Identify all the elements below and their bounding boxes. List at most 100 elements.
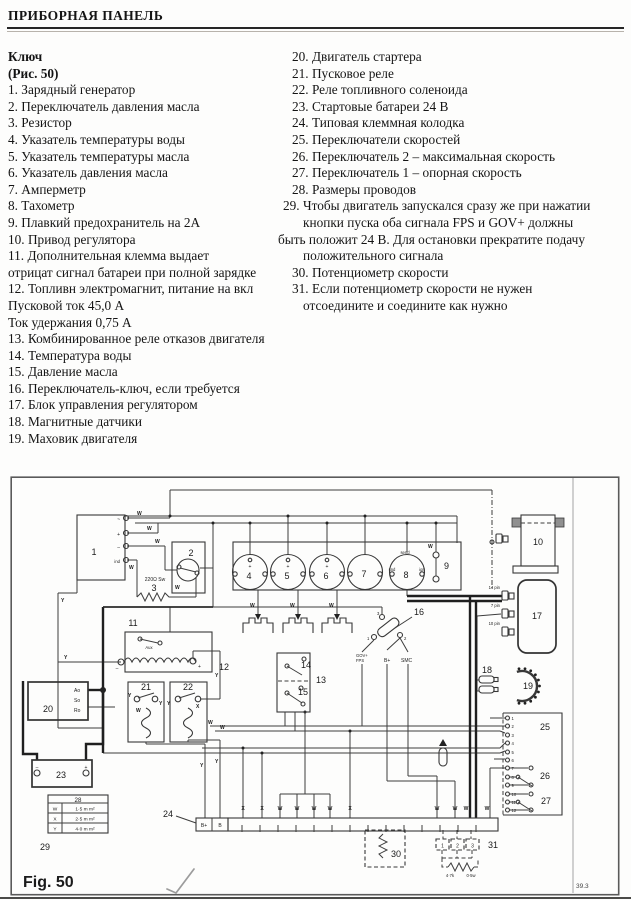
key-item-29-cont-3: положительного сигнала [303,248,444,264]
bus-label: W [278,806,283,812]
sq-1: 1 [441,844,444,850]
block-bplus: B+ [201,823,207,829]
label-31: 31 [488,840,498,850]
bus-label: W [485,806,490,812]
gauge-8-tachometer: send snd ign 8 [389,550,425,591]
key-item-21: 21. Пусковое реле [292,65,394,81]
sender-capsule [438,739,448,767]
bus-label: W [464,806,469,812]
key-item-24: 24. Типовая клеммная колодка [292,115,465,131]
label-9: 9 [444,561,449,571]
battery-plus: + [85,765,88,771]
solenoid-minus: – [116,666,119,672]
component-18-magnetic-sensors: 18 [478,665,499,694]
pin14-label: 14 pin [489,585,501,590]
key-item-26: 26. Переключатель 2 – максимальная скоро… [292,148,556,164]
figure-page-number: 39.3 [576,883,589,890]
terminal-ro: Ro [74,708,81,714]
key-item-8: 8. Тахометр [8,198,75,214]
label-15: 15 [298,687,308,697]
wire-label: W [175,585,180,591]
label-19: 19 [523,681,533,691]
gauge-cluster: + 4 + 5 + 6 7 se [231,541,462,591]
component-23-battery: – + 23 [31,759,93,788]
key-item-16: 16. Переключатель-ключ, если требуется [8,380,240,396]
wire-label: W [329,603,334,609]
terminal-minus: – [117,545,120,551]
wire-label: W [220,725,225,731]
bus-label: X [241,806,245,812]
checkmark [166,868,195,895]
label-7: 7 [361,569,366,579]
pin-label: 1 [512,716,515,721]
bus-label: W [312,806,317,812]
key-heading: Ключ [8,49,43,64]
tach-ign: ign [419,567,425,572]
component-31-alternate-wiring: 1 2 3 4·7k 0·5w 31 [435,838,498,878]
wire-label: W [137,511,142,517]
tach-send: send [400,550,410,555]
wire-label: Y [159,701,163,707]
key-list-left: Ключ (Рис. 50) 1. Зарядный генератор 2. … [8,49,280,447]
key-item-4: 4. Указатель температуры воды [8,131,185,147]
label-2: 2 [188,548,193,558]
battery-cables [21,594,502,818]
key-item-11-cont: отрицат сигнал батареи при полной зарядк… [8,264,257,280]
key-item-2: 2. Переключатель давления масла [8,98,200,114]
label-25: 25 [540,722,550,732]
key-item-25: 25. Переключатели скоростей [292,131,461,147]
table-w-size: 1·5 m m² [75,807,95,813]
wire-letter-labels: W W W W W W W W W W W W Y Y Y Y Y Y Y Y … [61,511,433,769]
key-item-13: 13. Комбинированное реле отказов двигате… [8,331,265,347]
wire-label: Y [128,693,132,699]
sq-2: 2 [456,844,459,850]
resistor-value: 220Ω Sw [145,577,166,583]
label-30: 30 [391,849,401,859]
wires [57,489,506,818]
bus-label: X [260,806,264,812]
fps-label: FPS [356,658,364,663]
wire-label: Y [64,655,68,661]
gauge-6-oil-pressure: + 6 [308,553,346,591]
label-13: 13 [316,675,326,685]
bus-label: W [328,806,333,812]
table-y: Y [53,827,57,833]
label-6: 6 [323,571,328,581]
key-item-9: 9. Плавкий предохранитель на 2А [8,214,201,230]
pin-label: 6 [512,758,515,763]
key-item-27: 27. Переключатель 1 – опорная скорость [292,165,522,181]
gauge-plus: + [287,564,290,570]
wire-label: Y [215,759,219,765]
res-watt: 0·5w [466,873,476,878]
wire-label: Y [215,673,219,679]
bus-label: X [348,806,352,812]
bus-wire-labels: X X W W W W X W W W W [241,806,489,812]
label-20: 20 [43,704,53,714]
wire-label: W [290,603,295,609]
component-13-fault-relay: 14 15 13 [276,652,326,713]
wire-label: W [250,603,255,609]
pin-label: 3 [512,733,515,738]
label-4: 4 [246,571,251,581]
bus-label: W [435,806,440,812]
label-23: 23 [56,770,66,780]
component-20-starter-motor-terminals: Ao So Ro 20 [27,681,89,721]
label-8: 8 [403,570,408,580]
key-item-12-cont-1: Пусковой ток 45,0 А [8,297,125,313]
smc-label: SMC [401,658,413,664]
title-rule-shadow [7,31,624,32]
key-item-30: 30. Потенциометр скорости [292,264,449,280]
wire-size-table: 28 W 1·5 m m² X 2·5 m m² Y 4·0 m m² [47,794,109,834]
label-18: 18 [482,665,492,675]
key-item-3: 3. Резистор [8,115,72,131]
key-pos-1: 1 [367,636,370,641]
key-item-28: 28. Размеры проводов [292,181,417,197]
terminal-so: So [74,698,80,704]
label-24: 24 [163,809,173,819]
figure-border [10,476,620,896]
label-21: 21 [141,682,151,692]
key-item-18: 18. Магнитные датчики [8,414,142,430]
label-14: 14 [301,660,311,670]
res-value: 4·7k [446,873,455,878]
